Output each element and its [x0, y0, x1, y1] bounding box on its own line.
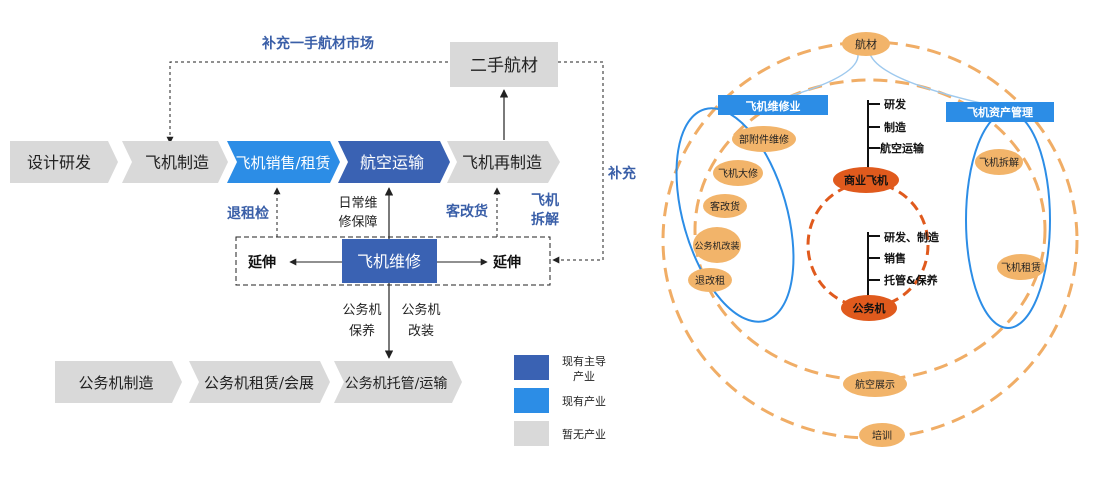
asset-item-dismantle-label: 飞机拆解	[979, 156, 1019, 169]
middle-dashed-ring	[693, 78, 1047, 382]
bizjet-step-manufacture	[55, 361, 182, 403]
right-supplement-label: 补充	[607, 165, 636, 182]
bizjet-chain	[55, 361, 462, 403]
parts-to-mro-link	[789, 53, 859, 97]
mro-label: 飞机维修	[357, 252, 421, 271]
bizjet-step-managed-transport	[334, 361, 462, 403]
chain-step-sales-lease	[227, 141, 340, 183]
asset-item-leasing	[997, 254, 1045, 280]
mro-item-components-label: 部附件维修	[739, 133, 789, 146]
chain-step-manufacture	[122, 141, 228, 183]
mro-blue-ellipse	[675, 107, 795, 323]
chain-label-design: 设计研发	[27, 153, 91, 172]
legend: 现有主导 产业 现有产业 暂无产业	[514, 354, 606, 446]
legend-swatch-leading	[514, 355, 549, 380]
legend-swatch-none	[514, 421, 549, 446]
used-parts-box	[450, 42, 558, 87]
bizjet-tree	[867, 232, 880, 298]
asset-header	[946, 102, 1054, 122]
aviation-expo-oval	[843, 371, 907, 397]
label-daily-maint-2: 修保障	[338, 215, 377, 230]
commercial-item-rnd: 研发	[884, 97, 907, 111]
commercial-item-manufacture: 制造	[884, 120, 907, 134]
bizjet-step-lease-show	[189, 361, 330, 403]
mro-header	[718, 95, 828, 115]
asset-header-label: 飞机资产管理	[967, 105, 1033, 119]
top-feedback-connector	[166, 61, 448, 144]
inner-red-dashed-ring	[806, 181, 930, 309]
asset-item-leasing-label: 飞机租赁	[1001, 261, 1041, 274]
training-oval	[859, 423, 905, 447]
label-bizjet-maint-1: 公务机	[342, 302, 381, 318]
bizjet-label-manufacture: 公务机制造	[78, 374, 153, 392]
mro-header-label: 飞机维修业	[746, 99, 801, 113]
commercial-aircraft-oval	[833, 167, 899, 193]
bizjet-label-lease-show: 公务机租赁/会展	[204, 374, 314, 392]
chain-step-remanufacture	[447, 141, 560, 183]
label-bizjet-mod-2: 改装	[408, 324, 434, 339]
commercial-tree	[867, 100, 880, 168]
chain-step-design	[10, 141, 118, 183]
label-bizjet-mod-1: 公务机	[401, 302, 440, 318]
commercial-aircraft-label: 商业飞机	[844, 173, 888, 187]
chain-label-sales-lease: 飞机销售/租赁	[235, 154, 330, 172]
label-return-lease-check: 退租检	[227, 205, 269, 222]
extend-left-label: 延伸	[247, 254, 276, 271]
bizjet-item-sales: 销售	[884, 251, 906, 265]
chain-step-air-transport	[338, 141, 450, 183]
mro-item-components	[732, 126, 796, 152]
label-daily-maint-1: 日常维	[338, 196, 377, 211]
legend-label-existing: 现有产业	[562, 394, 606, 408]
bizjet-label-managed-transport: 公务机托管/运输	[345, 376, 448, 392]
top-arrow-label: 补充一手航材市场	[261, 35, 374, 52]
mro-item-overhaul-label: 飞机大修	[718, 167, 758, 180]
label-bizjet-maint-2: 保养	[349, 323, 375, 339]
label-passenger-to-cargo: 客改货	[445, 203, 488, 220]
mro-item-cargo-conversion	[703, 194, 747, 218]
used-parts-label: 二手航材	[470, 56, 538, 76]
mro-item-bizjet-mod	[693, 227, 741, 263]
legend-swatch-existing	[514, 388, 549, 413]
chain-label-air-transport: 航空运输	[360, 153, 424, 172]
parts-to-asset-link	[869, 53, 986, 105]
mro-item-return-lease-label: 退改租	[695, 274, 725, 287]
legend-label-leading-1: 现有主导	[562, 354, 606, 368]
mro-item-return-lease	[688, 268, 732, 292]
commercial-item-transport: 航空运输	[880, 141, 925, 155]
main-chain	[10, 141, 560, 183]
aviation-expo-label: 航空展示	[855, 378, 895, 391]
right-feedback-connector	[552, 61, 604, 264]
mro-item-cargo-conversion-label: 客改货	[710, 200, 740, 213]
parts-oval	[842, 32, 890, 56]
chain-label-manufacture: 飞机制造	[145, 153, 209, 172]
mro-item-overhaul	[713, 160, 763, 186]
chain-label-remanufacture: 飞机再制造	[462, 153, 542, 172]
training-label: 培训	[872, 429, 892, 442]
legend-label-leading-2: 产业	[573, 369, 595, 383]
extend-right-label: 延伸	[492, 254, 521, 271]
mro-box	[342, 239, 437, 283]
asset-blue-ellipse	[965, 111, 1051, 329]
bizjet-oval	[841, 295, 897, 321]
bizjet-item-rnd-manufacture: 研发、制造	[884, 230, 940, 244]
mro-item-bizjet-mod-label: 公务机改装	[694, 240, 739, 252]
mro-container	[235, 236, 551, 286]
label-dismantle-2: 拆解	[531, 211, 559, 228]
bizjet-item-managed-maint: 托管&保养	[884, 273, 939, 287]
bizjet-oval-label: 公务机	[853, 301, 886, 315]
label-dismantle-1: 飞机	[531, 192, 559, 209]
legend-label-none: 暂无产业	[562, 427, 606, 441]
asset-item-dismantle	[975, 149, 1023, 175]
parts-oval-label: 航材	[855, 37, 877, 51]
